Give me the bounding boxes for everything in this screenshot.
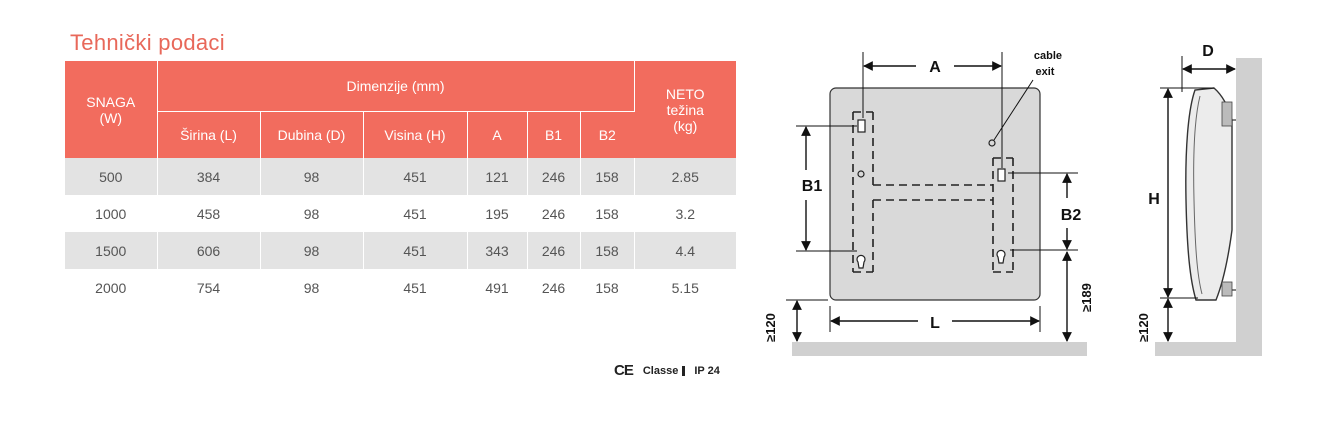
cell-snaga: 1500 [65,232,158,269]
specs-table: SNAGA (W) Dimenzije (mm) NETO težina (kg… [65,61,736,306]
cell-b1: 246 [527,195,581,232]
header-b2: B2 [580,111,634,158]
cell-b2: 158 [580,195,635,232]
table-row: 1000 458 98 451 195 246 158 3.2 [65,195,736,232]
label-exit: exit [1036,66,1055,78]
cell-dubina: 98 [260,232,364,269]
cell-dubina: 98 [260,158,364,195]
label-b2: B2 [1061,207,1082,224]
label-b1: B1 [802,178,823,195]
label-min-189: ≥189 [1079,283,1094,312]
wall [1236,58,1262,342]
cell-visina: 451 [363,158,468,195]
cell-neto: 2.85 [634,158,736,195]
header-visina: Visina (H) [363,111,468,158]
header-dimenzije: Dimenzije (mm) [157,61,635,112]
label-a: A [929,59,941,76]
cell-snaga: 1000 [65,195,158,232]
cell-b2: 158 [580,232,635,269]
cable-exit-leader [993,79,1034,141]
cell-visina: 451 [363,269,468,306]
cell-snaga: 500 [65,158,158,195]
cell-visina: 451 [363,232,468,269]
mounting-bracket [852,111,1014,273]
header-a: A [467,111,528,158]
header-snaga: SNAGA (W) [65,61,158,158]
cell-visina: 451 [363,195,468,232]
cable-exit-hole [988,139,996,147]
cell-b2: 158 [580,158,635,195]
cell-neto: 5.15 [671,279,699,296]
side-view: D H ≥120 [1136,43,1262,356]
cell-b1: 246 [527,158,581,195]
ce-mark: CE [614,362,634,379]
table-row: 2000 754 98 451 491 246 158 5.15 [65,269,736,306]
wall-bracket [1221,281,1233,297]
header-row-sub: Širina (L) Dubina (D) Visina (H) A B1 B2 [65,111,736,158]
label-min-120-side: ≥120 [1136,313,1151,342]
keyhole [856,254,866,269]
cell-neto: 4.4 [634,232,736,269]
mounting-slot [997,168,1006,182]
label-d: D [1202,43,1214,60]
classe-label: Classe [642,364,679,377]
header-dubina: Dubina (D) [260,111,364,158]
label-h: H [1148,191,1160,208]
heater-panel [829,87,1041,301]
cell-neto: 3.2 [675,205,695,222]
cell-dubina: 98 [260,269,364,306]
label-l: L [930,315,940,332]
cell-dubina: 98 [260,195,364,232]
mounting-slot [857,119,866,133]
floor [1155,342,1262,356]
header-b1: B1 [527,111,581,158]
cell-sirina: 458 [157,195,261,232]
header-neto-tezina: NETO težina (kg) [634,61,736,158]
cell-snaga: 2000 [65,269,158,306]
cell-sirina: 606 [157,232,261,269]
cell-a: 343 [467,232,528,269]
wall-bracket [1221,101,1233,127]
section-title: Tehnički podaci [70,30,225,55]
certification-marks: CE Classe IP 24 [614,362,720,379]
cell-a: 195 [467,195,528,232]
front-view: A cable exit B1 B2 ≥189 L ≥120 [763,50,1094,356]
cell-b1: 246 [527,269,581,306]
screw-hole [857,170,865,178]
header-row-main: SNAGA (W) Dimenzije (mm) NETO težina (kg… [65,61,736,158]
label-min-120: ≥120 [763,313,778,342]
cell-sirina: 754 [157,269,261,306]
cell-b2: 158 [580,269,635,306]
class-two-icon [682,365,686,376]
label-cable: cable [1034,50,1062,62]
cell-b1: 246 [527,232,581,269]
header-sirina: Širina (L) [157,111,261,158]
keyhole [996,249,1006,264]
table-row: 500 384 98 451 121 246 158 2.85 [65,158,736,195]
ip-rating: IP 24 [694,364,720,377]
cell-a: 121 [467,158,528,195]
table-row: 1500 606 98 451 343 246 158 4.4 [65,232,736,269]
cell-a: 491 [467,269,528,306]
floor [792,342,1087,356]
heater-profile-edge [1193,95,1203,295]
cell-sirina: 384 [157,158,261,195]
